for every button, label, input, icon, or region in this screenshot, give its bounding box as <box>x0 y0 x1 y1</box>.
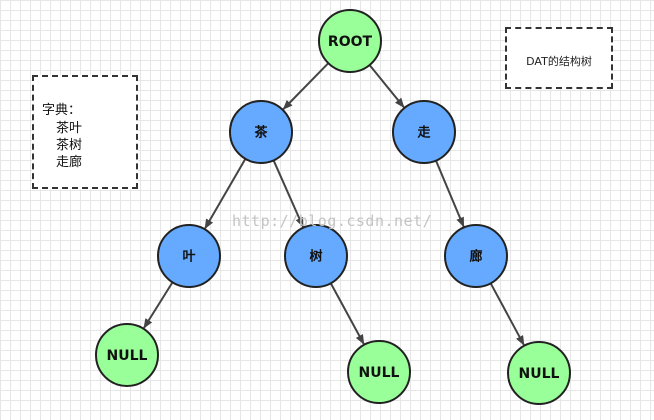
node-cha: 茶 <box>229 100 293 164</box>
node-circle <box>95 323 159 387</box>
node-circle <box>318 9 382 73</box>
diagram-title-box: DAT的结构树 <box>505 27 613 89</box>
edge-lang-null3 <box>489 282 525 346</box>
node-label: NULL <box>359 365 400 381</box>
edge-zou-lang <box>435 160 465 228</box>
node-circle <box>157 224 221 288</box>
node-root: ROOT <box>318 9 382 73</box>
edge-ye-null1 <box>143 281 174 329</box>
dictionary-box: 字典： 茶叶 茶树 走廊 <box>32 75 138 189</box>
node-circle <box>507 341 571 405</box>
node-label: NULL <box>519 366 560 382</box>
edge-shu-null2 <box>329 282 365 345</box>
node-shu: 树 <box>284 224 348 288</box>
node-ye: 叶 <box>157 224 221 288</box>
dictionary-word: 茶树 <box>56 138 83 153</box>
node-null3: NULL <box>507 341 571 405</box>
edge-root-zou <box>368 64 405 108</box>
dictionary-word: 走廊 <box>56 155 83 170</box>
watermark: http://blog.csdn.net/ <box>232 212 433 230</box>
edges-layer <box>143 62 525 346</box>
node-circle <box>284 224 348 288</box>
diagram-title: DAT的结构树 <box>526 55 592 68</box>
node-circle <box>347 340 411 404</box>
node-label: 树 <box>309 249 322 265</box>
edge-root-cha <box>282 62 330 110</box>
node-label: 叶 <box>182 250 195 265</box>
node-null1: NULL <box>95 323 159 387</box>
node-lang: 廊 <box>444 224 508 288</box>
node-label: NULL <box>107 348 148 364</box>
node-circle <box>444 224 508 288</box>
node-circle <box>229 100 293 164</box>
nodes-layer: ROOT 茶 走叶 树 廊 NULL NULL NULL <box>95 9 571 405</box>
node-label: 走 <box>417 125 431 141</box>
node-label: 茶 <box>254 125 268 141</box>
node-label: ROOT <box>328 34 373 50</box>
edge-cha-shu <box>272 159 304 228</box>
edge-cha-ye <box>204 158 247 230</box>
node-zou: 走 <box>392 100 456 164</box>
dictionary-label: 字典： <box>42 103 82 118</box>
node-circle <box>392 100 456 164</box>
node-null2: NULL <box>347 340 411 404</box>
dictionary-word: 茶叶 <box>56 121 83 136</box>
node-label: 廊 <box>469 249 482 265</box>
